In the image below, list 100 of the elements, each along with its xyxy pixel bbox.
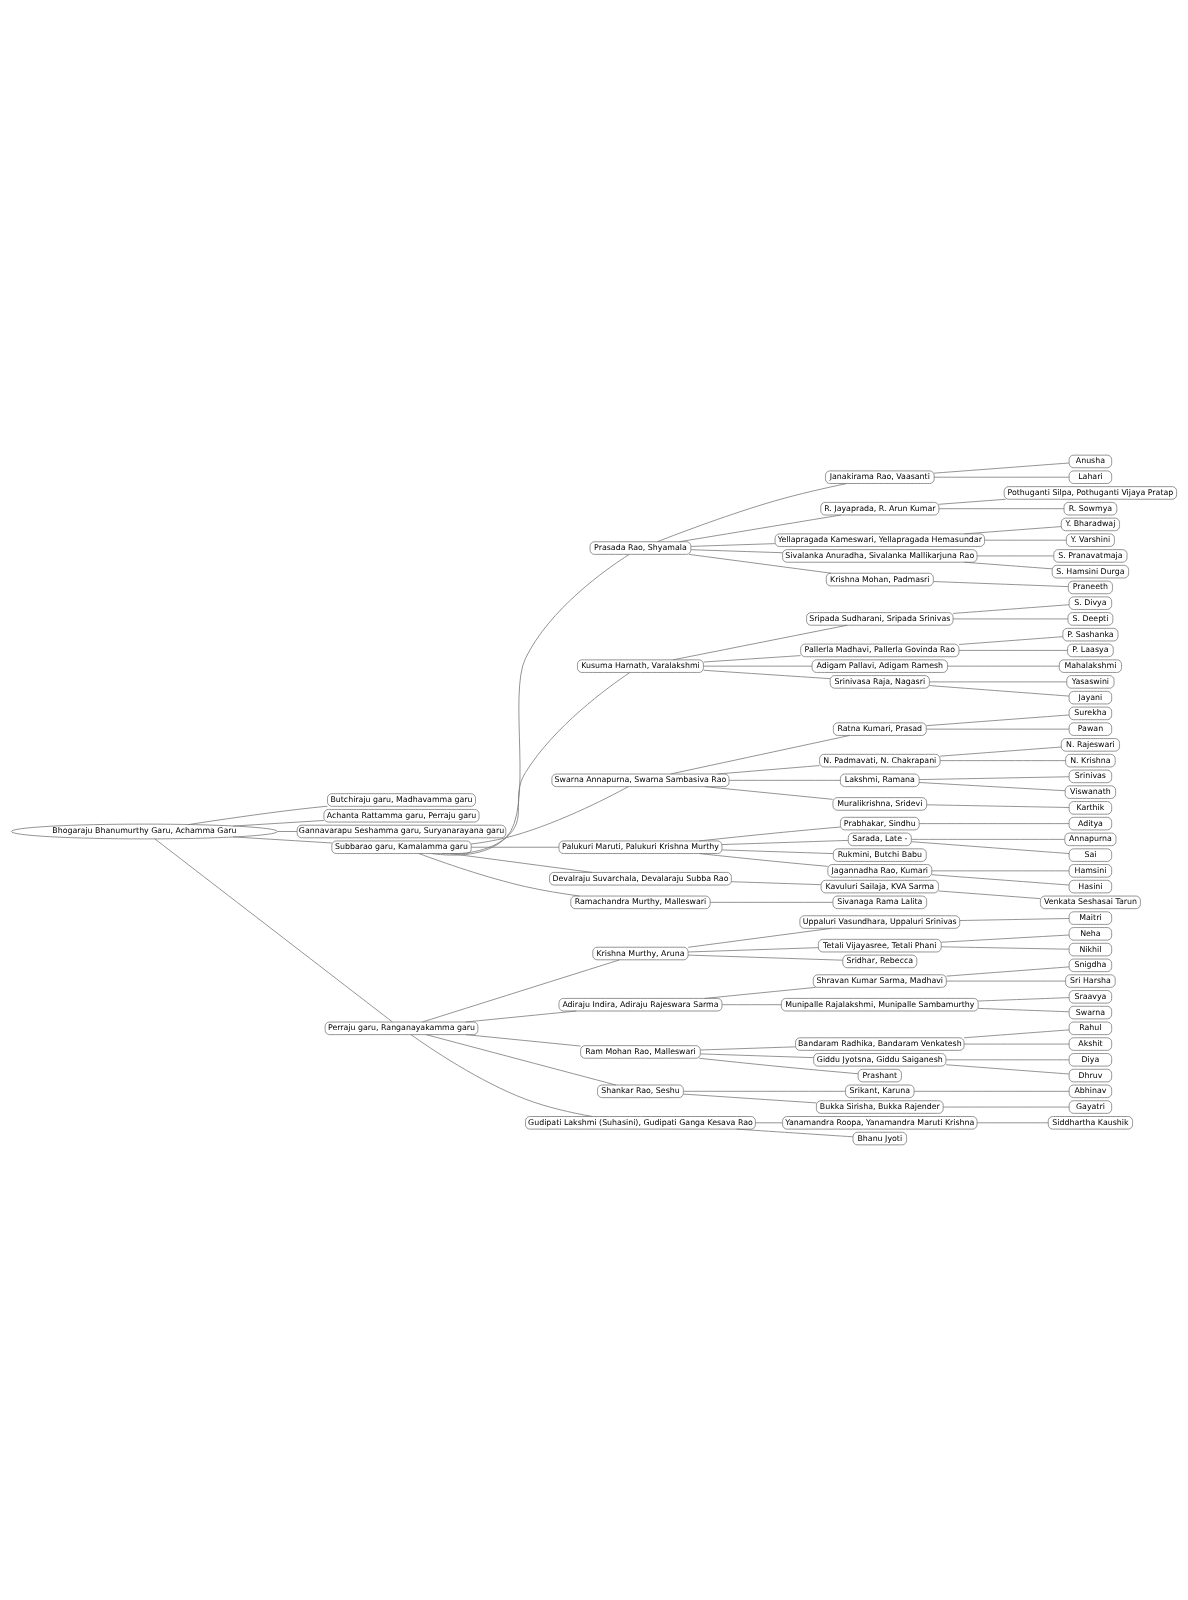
node-box: N. Krishna (1065, 753, 1116, 768)
node-box: Sri Harsha (1065, 974, 1116, 988)
node-box: Snigdha (1068, 958, 1113, 973)
connector (958, 650, 1068, 651)
connector (410, 1034, 593, 1117)
node-box: Devalraju Suvarchala, Devalaraju Subba Rao (549, 872, 732, 886)
node-box: Pothuganti Silpa, Pothuganti Vijaya Pratap (1003, 486, 1177, 500)
connector (717, 765, 820, 775)
connector (449, 853, 593, 873)
node-box: Yanamandra Roopa, Yanamandra Maruti Krishna (782, 1116, 978, 1130)
connector (926, 728, 1070, 730)
node-box: Diya (1068, 1053, 1113, 1067)
node-box: Sridhar, Rebecca (842, 954, 918, 969)
node-box: Ratna Kumari, Prasad (832, 722, 927, 736)
connector (683, 1090, 846, 1092)
connector (441, 672, 631, 855)
connector (703, 655, 801, 663)
node-box: Jayani (1068, 690, 1113, 705)
connector (187, 805, 328, 825)
node-box: Prasada Rao, Shyamala (589, 541, 692, 555)
node-box: Anusha (1068, 454, 1113, 469)
node-box: Srikant, Karuna (845, 1084, 915, 1098)
connector (964, 526, 1062, 535)
node-box: Uppaluri Vasundhara, Uppaluri Srinivas (799, 915, 961, 929)
connector (963, 1043, 1070, 1045)
connector (931, 874, 1070, 886)
node-box: Nikhil (1068, 942, 1113, 957)
node-box: S. Deepti (1067, 612, 1114, 626)
connector (721, 1004, 782, 1006)
node-box: Bukka Sirisha, Bukka Rajender (816, 1100, 944, 1114)
node-box: Perraju garu, Ranganayakamma garu (324, 1021, 479, 1035)
node-box: Sivanaga Rama Lalita (832, 895, 928, 910)
node-box: Srinivasa Raja, Nagasri (829, 675, 930, 689)
connector (911, 838, 1065, 840)
connector (698, 826, 841, 842)
node-box: Aditya (1068, 816, 1113, 831)
connector (465, 1010, 577, 1023)
node-box: Bandaram Radhika, Bandaram Venkatesh (795, 1037, 965, 1051)
node-box: Subbarao garu, Kamalamma garu (331, 840, 472, 854)
connector (946, 980, 1066, 982)
connector (964, 561, 1053, 570)
connector (721, 849, 834, 854)
node-box: Praneeth (1067, 580, 1113, 595)
connector (976, 1122, 1049, 1124)
node-box: Maitri (1068, 911, 1113, 925)
connector (232, 836, 333, 844)
connector (704, 786, 834, 800)
connector (470, 786, 629, 845)
node-box: Swarna (1068, 1005, 1113, 1020)
node-box: Swarna Annapurna, Swarna Sambasiva Rao (551, 773, 730, 787)
node-box: Giddu Jyotsna, Giddu Saiganesh (813, 1053, 947, 1067)
connector (947, 665, 1060, 667)
connector (656, 483, 848, 543)
node-box: S. Hamsini Durga (1051, 565, 1129, 579)
connector (939, 746, 1062, 757)
connector (703, 665, 813, 667)
node-box: Dhruv (1068, 1068, 1113, 1083)
connector (698, 1057, 859, 1075)
connector (679, 514, 842, 543)
node-box: S. Pranavatmaja (1053, 549, 1128, 563)
node-box: R. Sowmya (1063, 502, 1118, 516)
node-box: Y. Bharadwaj (1060, 517, 1120, 532)
connector (940, 934, 1070, 943)
node-box: Karthik (1068, 801, 1113, 815)
node-box: Y. Varshini (1066, 533, 1115, 547)
connector (918, 823, 1070, 824)
connector (933, 476, 1070, 478)
node-box: Janakirama Rao, Vaasanti (825, 470, 935, 484)
connector (940, 946, 1070, 950)
connector (699, 1046, 796, 1051)
connector (939, 760, 1066, 762)
connector (470, 846, 560, 848)
connector (699, 1053, 814, 1059)
node-box: Krishna Mohan, Padmasri (825, 572, 934, 587)
node-box: Butchiraju garu, Madhavamma garu (327, 793, 476, 807)
connector (736, 1128, 854, 1138)
node-box: Pawan (1068, 722, 1113, 736)
connector (946, 966, 1070, 977)
node-box: Prashant (857, 1068, 902, 1083)
node-box: Hamsini (1068, 864, 1113, 878)
node-box: Shravan Kumar Sarma, Madhavi (812, 974, 947, 988)
connector (721, 840, 849, 845)
connector (687, 954, 843, 961)
node-box: Hasini (1068, 879, 1113, 894)
node-box: Bhanu Jyoti (852, 1131, 907, 1146)
node-box: Prabhakar, Sindhu (840, 816, 920, 831)
connector (933, 462, 1070, 474)
connector (926, 804, 1070, 808)
node-box: Munipalle Rajalakshmi, Munipalle Sambamurthy (781, 998, 979, 1012)
connector (687, 947, 819, 953)
node-box: Akshit (1068, 1037, 1113, 1051)
connector (728, 779, 841, 781)
node-box: Srinivas (1068, 769, 1113, 784)
node-box: Sai (1068, 848, 1113, 862)
connector (977, 1008, 1070, 1013)
node-box: Neha (1068, 927, 1113, 941)
node-box: Mahalakshmi (1058, 659, 1122, 673)
connector (731, 881, 822, 886)
connector (688, 554, 832, 574)
node-box: Adigam Pallavi, Adigam Ramesh (811, 659, 948, 673)
